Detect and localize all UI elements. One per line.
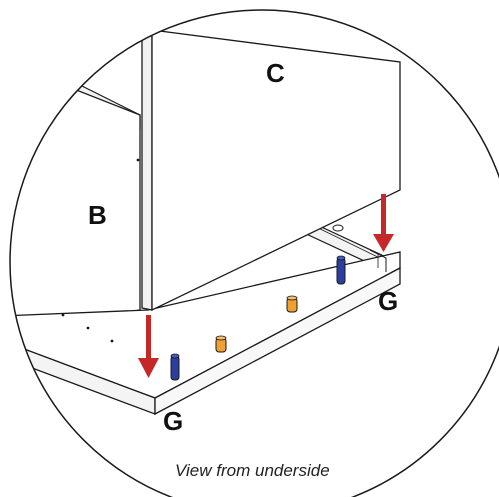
- dowel-orange-right: [286, 295, 298, 313]
- label-slot-left: G: [163, 406, 183, 436]
- caption: View from underside: [175, 461, 330, 480]
- label-panel-c: C: [266, 58, 285, 88]
- arrow-left-down: [138, 315, 159, 378]
- panel-c: [141, 29, 401, 312]
- dowel-blue-right: [336, 255, 346, 285]
- dowel-blue-left: [170, 353, 180, 381]
- arrow-right-down: [373, 194, 394, 252]
- label-panel-b: B: [88, 200, 107, 230]
- dowel-orange-left: [215, 335, 227, 353]
- base-board: [10, 249, 401, 416]
- label-slot-right: G: [378, 286, 398, 316]
- panel-b: [10, 59, 141, 331]
- detail-circle-frame: [9, 9, 499, 497]
